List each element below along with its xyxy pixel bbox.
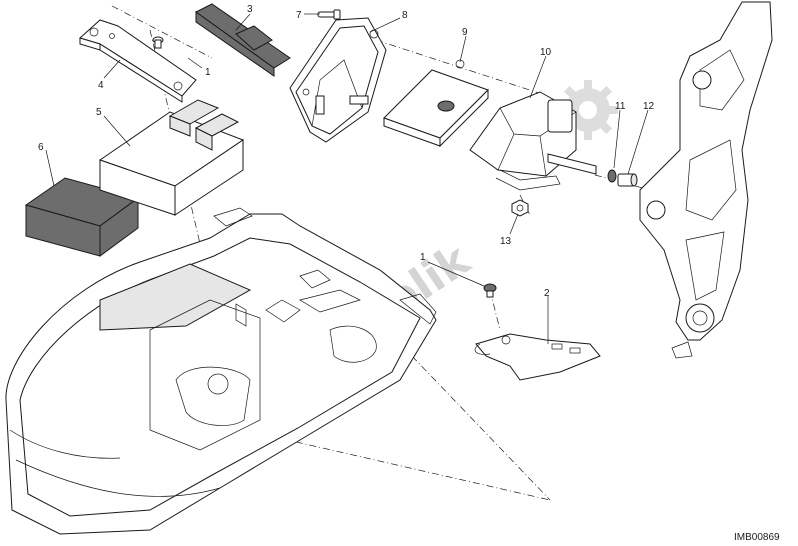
part-6-box	[24, 177, 140, 257]
part-2-clip	[474, 333, 601, 381]
part-9-plate	[383, 59, 489, 148]
part-13-nut	[511, 199, 529, 217]
part-1-screw-lower	[483, 283, 497, 298]
callout-12: 12	[643, 101, 655, 112]
callout-6: 6	[38, 142, 44, 153]
part-3-rubber-strip	[195, 3, 291, 77]
callout-1-lower: 1	[420, 252, 426, 263]
part-4-bracket	[79, 19, 197, 103]
callout-13: 13	[500, 236, 512, 247]
part-12-spacer	[617, 173, 638, 187]
callout-5: 5	[96, 107, 102, 118]
callout-11: 11	[615, 101, 626, 112]
part-11-washer	[607, 169, 617, 183]
frame-bracket	[639, 1, 773, 359]
callout-4: 4	[98, 80, 104, 91]
part-5-control-unit	[98, 99, 245, 216]
callout-2: 2	[544, 288, 550, 299]
part-10-device	[469, 91, 597, 191]
callout-3: 3	[247, 4, 253, 15]
callout-10: 10	[540, 47, 552, 58]
callout-1-top: 1	[205, 67, 211, 78]
part-8-cover	[289, 17, 387, 143]
callout-9: 9	[462, 27, 468, 38]
callout-8: 8	[402, 10, 408, 21]
drawing-code: IMB00869	[734, 532, 780, 543]
callout-labels: 1 2 3 4 5 6 7 8 9 10 11 12 1 13	[38, 4, 655, 299]
leader-lines	[45, 13, 649, 344]
part-7-screw	[317, 9, 341, 20]
tray-housing	[5, 207, 437, 535]
callout-7: 7	[296, 10, 302, 21]
part-1-screw-top	[152, 36, 164, 49]
